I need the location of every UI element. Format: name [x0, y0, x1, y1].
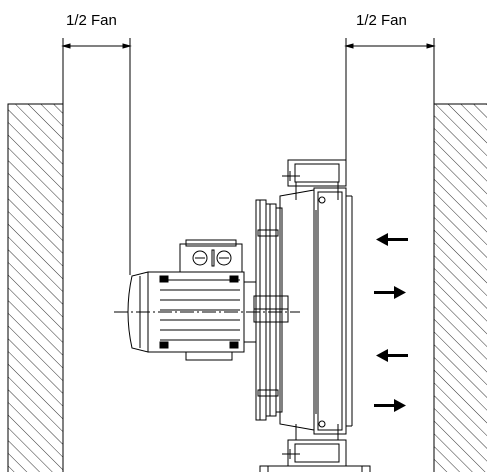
left-arrow-icon: [376, 233, 408, 246]
left-half-fan-label: 1/2 Fan: [66, 12, 117, 29]
right-arrow-icon: [374, 399, 406, 412]
right-half-fan-label: 1/2 Fan: [356, 12, 407, 29]
bottom-bracket: [259, 424, 371, 472]
left-dimension: [61, 38, 132, 275]
left-wall: [7, 103, 64, 472]
motor-body: [127, 271, 257, 361]
right-arrow-icon: [374, 286, 406, 299]
terminal-box: [179, 239, 243, 273]
right-dimension: [344, 38, 436, 160]
right-wall: [433, 103, 487, 472]
airflow-arrows: [374, 233, 408, 412]
fan-housing: [279, 187, 353, 435]
left-arrow-icon: [376, 349, 408, 362]
top-bracket: [282, 159, 347, 200]
impeller-plates: [253, 199, 289, 421]
